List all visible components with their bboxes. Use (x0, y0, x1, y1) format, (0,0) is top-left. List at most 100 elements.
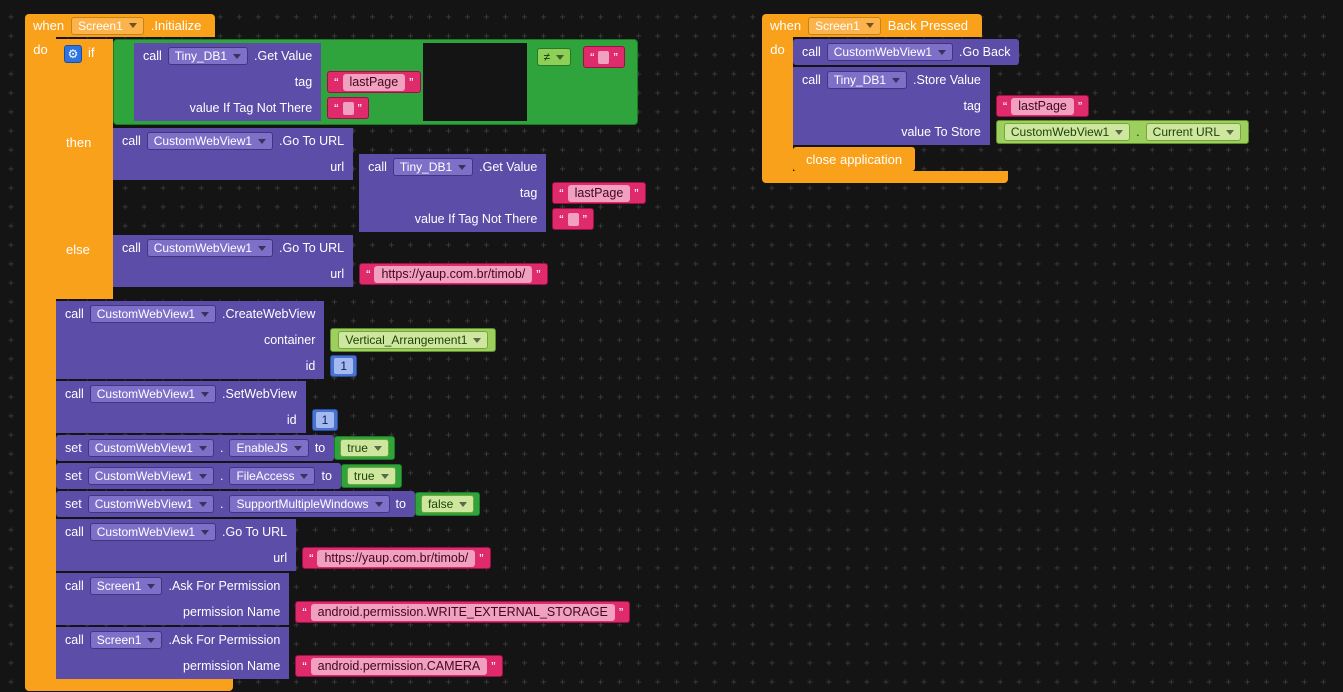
tinydb-get-value-block[interactable]: call Tiny_DB1 .Get Value tag “ lastPage (359, 154, 646, 232)
if-then-else-block[interactable]: ⚙ if call Tiny_DB1 .Get Value tag (56, 39, 646, 299)
then-label: then (66, 135, 92, 150)
component-dropdown[interactable]: CustomWebView1 (87, 467, 214, 485)
set-label: set (65, 469, 82, 483)
set-supportmultiplewindows-block[interactable]: set CustomWebView1 . SupportMultipleWind… (56, 491, 481, 517)
url-label: url (273, 551, 288, 565)
property-dropdown[interactable]: EnableJS (229, 439, 309, 457)
empty-string-value[interactable] (342, 101, 354, 115)
component-dropdown[interactable]: Tiny_DB1 (826, 71, 908, 89)
component-dropdown[interactable]: Screen1 (89, 577, 163, 595)
create-webview-block[interactable]: call CustomWebView1 .CreateWebView conta… (56, 301, 497, 379)
empty-string-value[interactable] (567, 212, 579, 226)
close-application-block[interactable]: close application (793, 147, 916, 171)
logic-boolean-block[interactable]: true (334, 436, 395, 460)
logic-boolean-block[interactable]: false (414, 492, 481, 516)
component-dropdown[interactable]: CustomWebView1 (87, 439, 214, 457)
property-dropdown[interactable]: FileAccess (229, 467, 316, 485)
permission-string-block[interactable]: “ android.permission.WRITE_EXTERNAL_STOR… (295, 601, 631, 623)
number-block[interactable]: 1 (330, 355, 358, 377)
set-webview-block[interactable]: call CustomWebView1 .SetWebView id 1 (56, 381, 339, 433)
empty-string-value[interactable] (598, 50, 610, 64)
event-name: .Initialize (150, 18, 202, 33)
operator-dropdown[interactable]: ≠ (536, 48, 572, 66)
text-string-block[interactable]: “ lastPage ” (552, 182, 646, 204)
event-block-screen1-backpressed[interactable]: when Screen1 Back Pressed do call Custom… (762, 14, 1250, 183)
permission-label: permission Name (183, 659, 281, 673)
empty-string-block[interactable]: “ ” (583, 46, 625, 68)
empty-string-block[interactable]: “ ” (552, 208, 594, 230)
property-dropdown[interactable]: SupportMultipleWindows (229, 495, 390, 513)
component-property-getter-block[interactable]: CustomWebView1 . Current URL (995, 120, 1250, 144)
permission-string-block[interactable]: “ android.permission.CAMERA ” (295, 655, 503, 677)
call-label: call (802, 73, 821, 87)
boolean-dropdown[interactable]: true (340, 439, 389, 457)
component-dropdown[interactable]: Screen1 (89, 631, 163, 649)
string-value[interactable]: lastPage (342, 73, 406, 91)
tinydb-get-value-block[interactable]: call Tiny_DB1 .Get Value tag “ lastPage … (134, 43, 421, 121)
logic-boolean-block[interactable]: true (340, 464, 402, 488)
method-name: .Go To URL (222, 525, 288, 539)
component-dropdown[interactable]: Screen1 (808, 16, 881, 35)
boolean-dropdown[interactable]: false (420, 495, 475, 513)
component-dropdown[interactable]: Screen1 (71, 16, 144, 35)
string-value[interactable]: lastPage (567, 184, 631, 202)
event-header[interactable]: when Screen1 .Initialize (25, 14, 216, 37)
tinydb-store-value-block[interactable]: call Tiny_DB1 .Store Value tag “ lastPag… (793, 67, 1250, 145)
set-enablejs-block[interactable]: set CustomWebView1 . EnableJS to true (56, 435, 395, 461)
tag-label: tag (519, 186, 538, 200)
close-quote: ” (618, 604, 624, 620)
string-value[interactable]: https://yaup.com.br/timob/ (374, 265, 533, 283)
not-equal-block[interactable]: call Tiny_DB1 .Get Value tag “ lastPage … (113, 39, 638, 125)
component-dropdown[interactable]: CustomWebView1 (146, 132, 274, 150)
string-value[interactable]: android.permission.WRITE_EXTERNAL_STORAG… (310, 603, 615, 621)
value-to-store-label: value To Store (901, 125, 981, 139)
component-dropdown[interactable]: CustomWebView1 (89, 305, 217, 323)
event-name: Back Pressed (887, 18, 968, 33)
string-value[interactable]: lastPage (1011, 97, 1074, 115)
go-to-url-block[interactable]: call CustomWebView1 .Go To URL url “ htt… (56, 519, 491, 571)
go-to-url-block[interactable]: call CustomWebView1 .Go To URL url call … (113, 128, 646, 232)
number-value[interactable]: 1 (334, 358, 354, 374)
call-label: call (65, 307, 84, 321)
component-dropdown[interactable]: CustomWebView1 (87, 495, 214, 513)
id-label: id (286, 413, 297, 427)
text-string-block[interactable]: “ lastPage ” (327, 71, 421, 93)
component-dropdown[interactable]: CustomWebView1 (89, 385, 217, 403)
string-value[interactable]: https://yaup.com.br/timob/ (317, 549, 476, 567)
component-dropdown[interactable]: CustomWebView1 (89, 523, 217, 541)
call-label: call (65, 525, 84, 539)
container-label: container (263, 333, 316, 347)
component-dropdown[interactable]: Tiny_DB1 (167, 47, 249, 65)
do-label: do (770, 42, 785, 57)
dot: . (219, 441, 224, 455)
component-dropdown[interactable]: CustomWebView1 (826, 43, 954, 61)
call-label: call (122, 241, 141, 255)
number-block[interactable]: 1 (311, 409, 339, 431)
string-value[interactable]: android.permission.CAMERA (310, 657, 488, 675)
component-dropdown[interactable]: Vertical_Arrangement1 (338, 331, 489, 349)
url-string-block[interactable]: “ https://yaup.com.br/timob/ ” (302, 547, 491, 569)
number-value[interactable]: 1 (315, 412, 335, 428)
default-label: value If Tag Not There (414, 212, 538, 226)
go-back-block[interactable]: call CustomWebView1 .Go Back (793, 39, 1020, 65)
mutator-gear-icon[interactable]: ⚙ (64, 45, 82, 63)
component-dropdown[interactable]: CustomWebView1 (146, 239, 274, 257)
boolean-dropdown[interactable]: true (346, 467, 396, 485)
empty-string-block[interactable]: “ ” (327, 97, 369, 119)
method-name: .SetWebView (222, 387, 297, 401)
property-dropdown[interactable]: Current URL (1145, 123, 1242, 141)
when-label: when (33, 18, 65, 33)
go-to-url-block[interactable]: call CustomWebView1 .Go To URL url “ htt… (113, 235, 548, 287)
ask-permission-block[interactable]: call Screen1 .Ask For Permission permiss… (56, 573, 631, 625)
event-block-screen1-initialize[interactable]: when Screen1 .Initialize do ⚙ if call (25, 14, 646, 691)
url-string-block[interactable]: “ https://yaup.com.br/timob/ ” (359, 263, 548, 285)
set-label: set (65, 497, 82, 511)
event-header[interactable]: when Screen1 Back Pressed (762, 14, 982, 37)
component-getter-block[interactable]: Vertical_Arrangement1 (330, 328, 497, 352)
text-string-block[interactable]: “ lastPage ” (995, 95, 1090, 117)
ask-permission-block[interactable]: call Screen1 .Ask For Permission permiss… (56, 627, 503, 679)
component-dropdown[interactable]: CustomWebView1 (1003, 123, 1131, 141)
method-name: .Go To URL (279, 241, 345, 255)
set-fileaccess-block[interactable]: set CustomWebView1 . FileAccess to true (56, 463, 402, 489)
component-dropdown[interactable]: Tiny_DB1 (392, 158, 474, 176)
